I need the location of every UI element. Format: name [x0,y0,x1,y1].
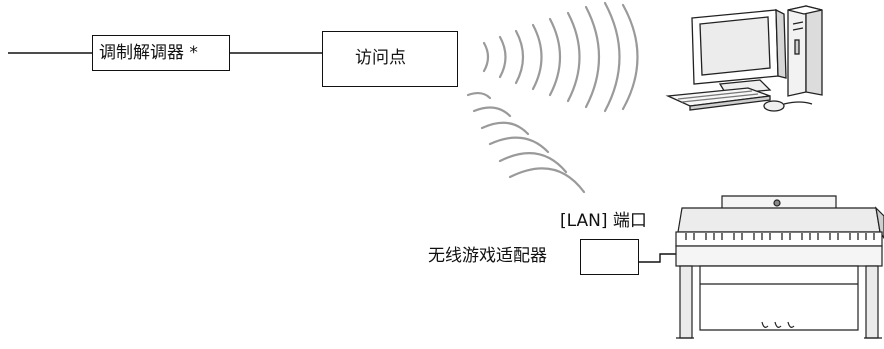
wave-arc [466,91,492,100]
desktop-computer-icon [665,5,823,112]
wave-arc [514,29,525,85]
wave-arc [621,3,639,111]
wave-arc [531,23,543,91]
wave-arc [498,152,568,174]
modem-label: 调制解调器 * [99,43,198,63]
wave-arc [566,11,581,103]
modem-box: 调制解调器 * [92,35,230,71]
wave-arc [548,17,562,97]
lan-port-label: [LAN] 端口 [560,211,647,231]
wave-arc [584,5,600,109]
wave-arc [508,167,586,194]
wireless-adapter-box [580,239,639,275]
adapter-to-piano-cable [639,253,676,263]
wave-arc [488,136,550,154]
wave-arc [498,35,507,79]
wave-arc [603,1,621,113]
wave-arc [480,121,530,136]
wave-arc [482,41,490,73]
wireless-waves-to-piano [466,91,586,194]
wireless-adapter-label: 无线游戏适配器 [428,246,547,266]
access-point-label: 访问点 [355,48,406,68]
digital-piano-icon [675,195,884,339]
wave-arc [472,106,512,118]
access-point-box: 访问点 [322,31,458,87]
wireless-waves-to-computer [482,1,639,113]
